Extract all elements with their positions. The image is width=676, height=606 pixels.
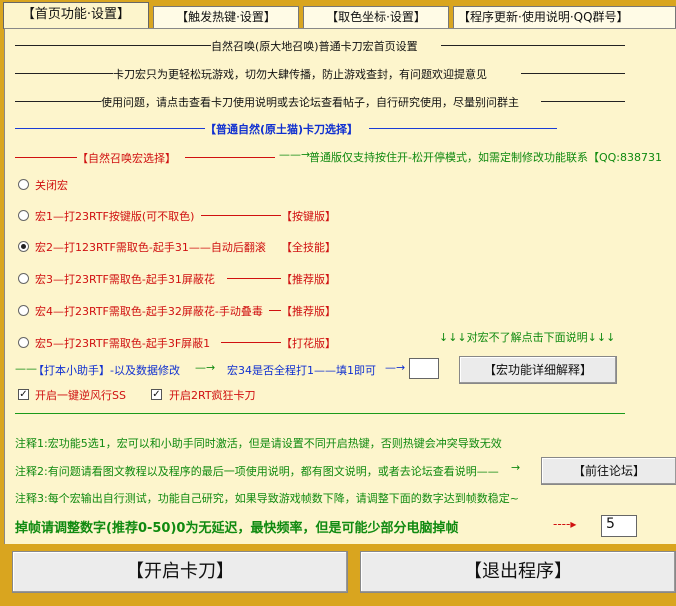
divider bbox=[15, 128, 205, 129]
radio-label: 宏2—打123RTF需取色-起手31——自动后翻滚 bbox=[35, 241, 266, 254]
tab-bar: 【首页功能·设置】 【触发热键·设置】 【取色坐标·设置】 【程序更新·使用说明… bbox=[0, 0, 676, 30]
arrow-right-icon: → bbox=[511, 461, 521, 474]
frame-arrow-icon: ----▸ bbox=[553, 517, 577, 531]
exit-button[interactable]: 【退出程序】 bbox=[360, 551, 676, 593]
radio-tag: 【推荐版】 bbox=[281, 273, 336, 286]
macro-explain-button[interactable]: 【宏功能详细解释】 bbox=[459, 356, 617, 384]
divider bbox=[369, 128, 557, 129]
radio-label: 宏5—打23RTF需取色-起手3F屏蔽1 bbox=[35, 337, 211, 350]
checkbox[interactable]: ✓ bbox=[151, 389, 162, 400]
macro-group-label: 【自然召唤宏选择】 bbox=[77, 152, 176, 165]
divider bbox=[201, 215, 281, 216]
arrows-note: ↓↓↓对宏不了解点击下面说明↓↓↓ bbox=[439, 331, 616, 344]
radio-label: 关闭宏 bbox=[35, 179, 68, 192]
arrow-right-icon: ——→ bbox=[279, 148, 311, 161]
section-title: 【普通自然(原土猫)卡刀选择】 bbox=[205, 123, 359, 136]
forum-button[interactable]: 【前往论坛】 bbox=[541, 457, 676, 485]
note-2: 注释2:有问题请看图文教程以及程序的最后一项使用说明，都有图文说明，或者去论坛查… bbox=[15, 465, 499, 478]
tab-hotkey-settings[interactable]: 【触发热键·设置】 bbox=[153, 6, 299, 28]
note-1: 注释1:宏功能5选1，宏可以和小助手同时激活，但是请设置不同开启热键，否则热键会… bbox=[15, 437, 502, 450]
radio-label: 宏3—打23RTF需取色-起手31屏蔽花 bbox=[35, 273, 215, 286]
radio-button[interactable] bbox=[18, 210, 29, 221]
macro34-label: 宏34是否全程打1——填1即可 bbox=[227, 364, 376, 377]
support-note: 普通版仅支持按住开-松开停模式，如需定制修改功能联系【QQ:838731 bbox=[309, 151, 662, 164]
radio-label: 宏1—打23RTF按键版(可不取色) bbox=[35, 210, 195, 223]
header-title: 自然召唤(原大地召唤)普通卡刀宏首页设置 bbox=[211, 40, 418, 53]
helper-arrow-icon: —— bbox=[15, 362, 37, 375]
note-3: 注释3:每个宏输出自行测试，功能自己研究，如果导致游戏帧数下降，请调整下面的数字… bbox=[15, 492, 519, 505]
radio-button[interactable] bbox=[18, 179, 29, 190]
radio-tag: 【推荐版】 bbox=[281, 305, 336, 318]
checkbox-label: 开启一键逆风行SS bbox=[35, 389, 126, 402]
frame-label: 掉帧请调整数字(推荐0-50)0为无延迟，最快频率，但是可能少部分电脑掉帧 bbox=[15, 521, 459, 536]
checkbox-label: 开启2RT疯狂卡刀 bbox=[169, 389, 256, 402]
header-notice: 卡刀宏只为更轻松玩游戏，切勿大肆传播，防止游戏查封，有问题欢迎提意见 bbox=[113, 68, 487, 81]
macro34-input[interactable] bbox=[409, 358, 439, 379]
radio-tag: 【按键版】 bbox=[281, 210, 336, 223]
radio-tag: 【全技能】 bbox=[281, 241, 336, 254]
frame-delay-input[interactable]: 5 bbox=[601, 515, 637, 537]
arrow-right-icon: —→ bbox=[195, 361, 216, 374]
header-usage: 使用问题，请点击查看卡刀使用说明或去论坛查看帖子，自行研究使用，尽量别问群主 bbox=[101, 96, 519, 109]
divider bbox=[15, 413, 625, 414]
divider bbox=[15, 101, 101, 102]
divider bbox=[15, 73, 113, 74]
divider bbox=[15, 45, 211, 46]
divider bbox=[227, 278, 281, 279]
radio-button[interactable] bbox=[18, 305, 29, 316]
divider bbox=[269, 310, 281, 311]
tab-home-settings[interactable]: 【首页功能·设置】 bbox=[3, 2, 149, 29]
radio-button[interactable] bbox=[18, 273, 29, 284]
divider bbox=[221, 342, 281, 343]
radio-button[interactable] bbox=[18, 241, 29, 252]
start-button[interactable]: 【开启卡刀】 bbox=[12, 551, 348, 593]
arrow-right-icon: —→ bbox=[385, 361, 406, 374]
divider bbox=[185, 157, 275, 158]
main-panel: 自然召唤(原大地召唤)普通卡刀宏首页设置 卡刀宏只为更轻松玩游戏，切勿大肆传播，… bbox=[4, 28, 676, 544]
tab-color-coord-settings[interactable]: 【取色坐标·设置】 bbox=[303, 6, 449, 28]
checkbox[interactable]: ✓ bbox=[18, 389, 29, 400]
divider bbox=[521, 73, 625, 74]
radio-label: 宏4—打23RTF需取色-起手32屏蔽花-手动叠毒 bbox=[35, 305, 263, 318]
tab-update-help-qq[interactable]: 【程序更新·使用说明·QQ群号】 bbox=[453, 6, 676, 28]
divider bbox=[441, 45, 625, 46]
divider bbox=[541, 101, 625, 102]
helper-label: 【打本小助手】-以及数据修改 bbox=[33, 364, 180, 377]
radio-button[interactable] bbox=[18, 337, 29, 348]
radio-tag: 【打花版】 bbox=[281, 337, 336, 350]
divider bbox=[15, 157, 77, 158]
